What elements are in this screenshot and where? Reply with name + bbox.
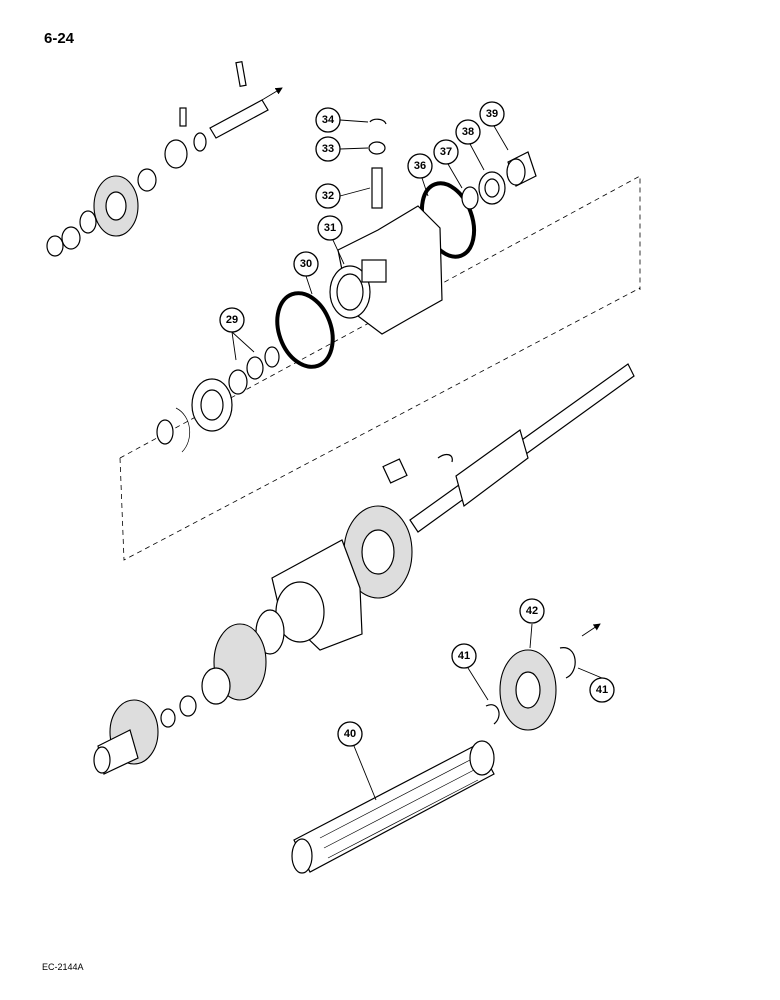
main-shaft [93, 363, 635, 775]
callout-41-right: 41 [589, 677, 615, 703]
circlip-41-right [559, 647, 576, 679]
svg-text:30: 30 [300, 258, 312, 270]
assembly-outline [119, 175, 641, 561]
callout-38: 38 [455, 119, 481, 145]
upper-shaft-assembly [46, 60, 283, 257]
bearing-group [156, 346, 280, 453]
svg-text:33: 33 [322, 143, 334, 155]
circlip-41-left [485, 704, 500, 725]
page-number: 6-24 [44, 30, 75, 47]
gear-42 [499, 649, 557, 731]
callout-41-left: 41 [451, 643, 477, 669]
valve-pin-stack [368, 118, 387, 209]
o-ring-30 [275, 291, 335, 369]
svg-text:34: 34 [322, 114, 335, 126]
svg-text:40: 40 [344, 728, 356, 740]
callout-39: 39 [479, 101, 505, 127]
callout-32: 32 [315, 183, 341, 209]
callout-30: 30 [293, 251, 319, 277]
bearing-stack-right [461, 151, 537, 210]
output-shaft-40 [291, 740, 495, 874]
housing-31 [329, 205, 443, 335]
callout-29: 29 [219, 307, 245, 333]
svg-text:31: 31 [324, 222, 336, 234]
svg-text:36: 36 [414, 160, 426, 172]
svg-text:42: 42 [526, 605, 538, 617]
callout-33: 33 [315, 136, 341, 162]
svg-text:37: 37 [440, 146, 452, 158]
svg-text:41: 41 [458, 650, 470, 662]
leader-lines [231, 119, 603, 801]
svg-text:39: 39 [486, 108, 498, 120]
callout-37: 37 [433, 139, 459, 165]
svg-text:32: 32 [322, 190, 334, 202]
callout-40: 40 [337, 721, 363, 747]
arrow-right [581, 623, 601, 637]
callout-31: 31 [317, 215, 343, 241]
callout-42: 42 [519, 598, 545, 624]
svg-text:29: 29 [226, 314, 238, 326]
svg-text:41: 41 [596, 684, 608, 696]
callout-34: 34 [315, 107, 341, 133]
callout-36: 36 [407, 153, 433, 179]
svg-text:38: 38 [462, 126, 474, 138]
figure-code: EC-2144A [42, 962, 84, 972]
